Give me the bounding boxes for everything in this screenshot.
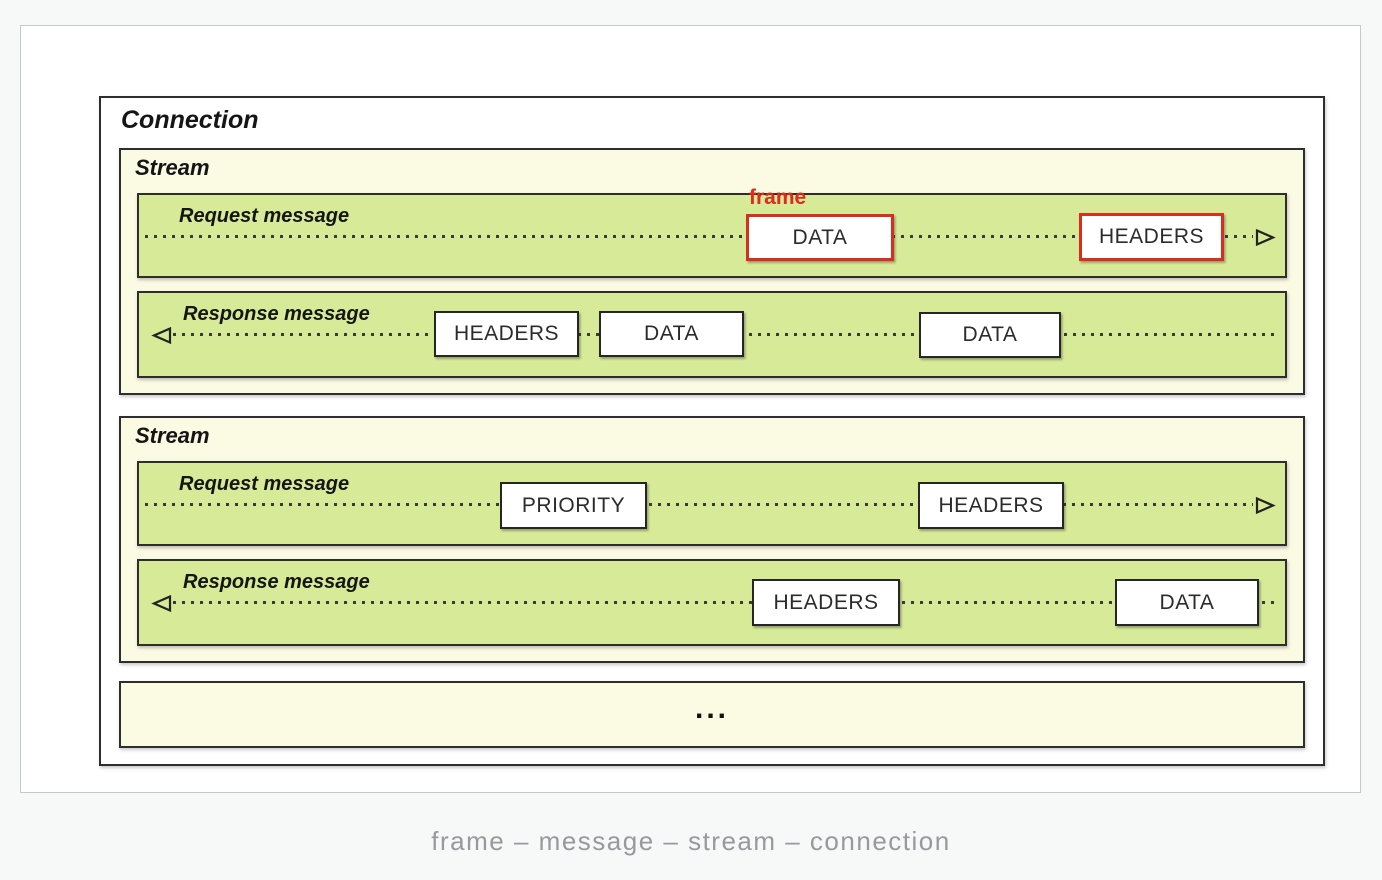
response-flow-dotted-line-2 — [173, 601, 1277, 604]
stream-1-label: Stream — [135, 155, 210, 180]
response-message-label-2: Response message — [183, 571, 370, 593]
frame-label: DATA — [1159, 590, 1215, 614]
right-arrow-icon — [1255, 496, 1276, 515]
frame-label: HEADERS — [938, 493, 1044, 517]
frame-label: HEADERS — [1098, 225, 1205, 248]
connection-label: Connection — [121, 106, 259, 134]
frame-label: DATA — [644, 322, 699, 345]
frame-box-headers: HEADERS — [1079, 213, 1224, 261]
frame-callout-label: frame — [749, 186, 807, 209]
frame-label: HEADERS — [773, 590, 879, 614]
request-flow-dotted-line-2 — [145, 503, 1253, 506]
frame-label: HEADERS — [453, 322, 560, 345]
frame-box-headers: HEADERS — [752, 579, 900, 626]
diagram-caption: frame – message – stream – connection — [431, 826, 951, 856]
more-streams-box: ... — [119, 681, 1305, 748]
frame-box-priority: PRIORITY — [500, 482, 647, 529]
frame-box-data: DATA — [746, 214, 894, 261]
left-arrow-icon — [151, 594, 172, 613]
request-flow-dotted-line-1 — [145, 235, 1253, 238]
frame-label: PRIORITY — [521, 493, 626, 517]
request-message-label-2: Request message — [179, 473, 350, 495]
diagram-card: Connection Stream Request message DATA H… — [20, 25, 1361, 793]
stream-2-label: Stream — [135, 423, 210, 448]
right-arrow-icon — [1255, 228, 1276, 247]
response-message-label-1: Response message — [183, 303, 370, 325]
frame-box-headers: HEADERS — [918, 482, 1064, 529]
frame-label: DATA — [962, 323, 1018, 346]
request-message-label-1: Request message — [179, 205, 350, 227]
frame-box-data: DATA — [1115, 579, 1259, 626]
frame-label: DATA — [792, 225, 848, 249]
left-arrow-icon — [151, 326, 172, 345]
frame-box-data: DATA — [919, 312, 1061, 358]
frame-box-headers: HEADERS — [434, 311, 579, 357]
frame-box-data: DATA — [599, 311, 744, 357]
